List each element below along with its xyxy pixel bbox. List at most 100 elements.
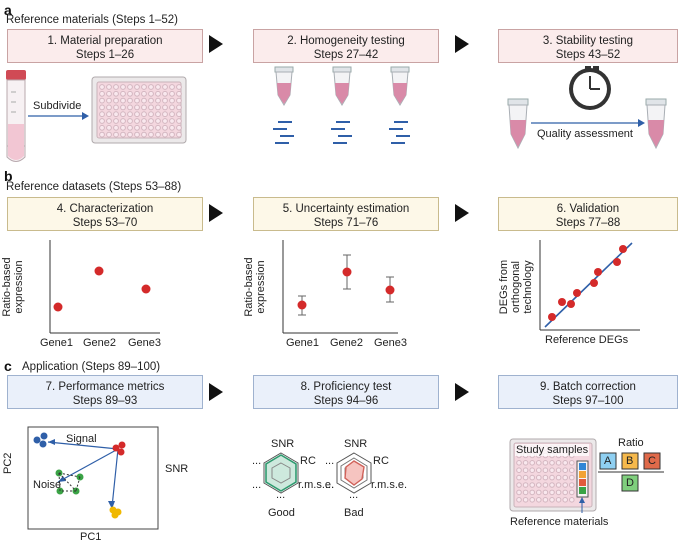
plate-well xyxy=(169,104,175,111)
arrow-triangle xyxy=(455,204,469,222)
data-point xyxy=(594,268,602,276)
data-point xyxy=(342,267,352,277)
plate-well xyxy=(536,460,542,466)
study-samples-label: Study samples xyxy=(515,444,590,456)
plate-well xyxy=(176,124,182,131)
plate-well xyxy=(155,84,161,90)
radar-rc-label: RC xyxy=(300,455,316,467)
ratio-c: C xyxy=(648,455,656,467)
plate-well xyxy=(120,131,126,138)
plate-well xyxy=(536,482,542,488)
plate-well xyxy=(141,84,147,90)
plate-well xyxy=(562,460,569,466)
step-box-2: 2. Homogeneity testing Steps 27–42 xyxy=(253,29,439,63)
plate-well xyxy=(536,467,542,474)
plate-well xyxy=(99,124,105,131)
data-point xyxy=(619,245,627,253)
plate-well xyxy=(176,104,182,111)
plate-well xyxy=(169,111,175,118)
plate-well xyxy=(542,482,549,488)
radar-dots: ... xyxy=(349,489,359,501)
x-tick-gene2: Gene2 xyxy=(330,337,364,349)
step-box-1: 1. Material preparation Steps 1–26 xyxy=(7,29,203,63)
plate-well xyxy=(106,104,112,111)
data-point xyxy=(94,266,104,276)
plate-well xyxy=(549,460,555,466)
data-point xyxy=(297,300,307,310)
plate-well xyxy=(169,90,175,97)
y-axis-label: Ratio-basedexpression xyxy=(1,257,25,316)
radar-rmse-label: r.m.s.e. xyxy=(298,479,335,491)
plate-well xyxy=(176,131,182,138)
plate-well xyxy=(555,474,562,481)
plate-well xyxy=(155,90,161,97)
plate-well xyxy=(120,124,126,131)
plate-well xyxy=(529,474,536,481)
plate-well xyxy=(106,97,112,104)
plate-well xyxy=(106,90,112,97)
plate-well xyxy=(176,90,182,97)
data-point xyxy=(548,313,556,321)
homogeneity-tubes xyxy=(274,66,410,106)
radar-dots: ... xyxy=(325,455,335,467)
plate-well xyxy=(99,84,105,90)
plate-well xyxy=(169,84,175,90)
step-8-name: 8. Proficiency test xyxy=(300,381,392,393)
step-box-9: 9. Batch correction Steps 97–100 xyxy=(498,375,678,409)
plate-well xyxy=(516,489,522,496)
plate-well xyxy=(141,90,147,97)
validation-plot: DEGs fromorthogonaltechnology xyxy=(498,240,640,331)
panel-a-title: Reference materials (Steps 1–52) xyxy=(6,14,178,26)
panel-b-letter: b xyxy=(4,168,13,184)
bad-label: Bad xyxy=(344,507,364,519)
signal-label: Signal xyxy=(66,433,97,445)
plate-well xyxy=(120,97,126,104)
arrow-triangle xyxy=(209,204,223,222)
x-tick-gene1: Gene1 xyxy=(286,337,320,349)
plate-well xyxy=(141,104,147,111)
plate-well xyxy=(549,482,555,488)
plate-well xyxy=(542,497,549,503)
radar-dots: ... xyxy=(252,479,262,491)
step-3-name: 3. Stability testing xyxy=(542,35,634,47)
plate-well xyxy=(555,460,562,466)
plate-well xyxy=(176,111,182,118)
radar-snr-label: SNR xyxy=(271,438,295,450)
plate-well xyxy=(536,489,542,496)
y-axis-label: DEGs fromorthogonaltechnology xyxy=(498,260,534,314)
plate-well xyxy=(522,497,529,503)
plate-well xyxy=(120,118,126,124)
pc2-label: PC2 xyxy=(2,452,14,474)
plate-well xyxy=(155,111,161,118)
plate-well xyxy=(99,118,105,124)
plate-well xyxy=(141,131,147,138)
plate-well xyxy=(162,84,168,90)
panel-b-title: Reference datasets (Steps 53–88) xyxy=(6,181,182,193)
plate-well xyxy=(562,497,569,503)
plate-well xyxy=(120,90,126,97)
plate-well xyxy=(529,489,536,496)
plate-well xyxy=(113,90,119,97)
plate-well xyxy=(113,111,119,118)
plate-well xyxy=(134,90,140,97)
x-axis-label: Reference DEGs xyxy=(545,334,629,346)
ratio-d: D xyxy=(626,477,634,489)
plate-well xyxy=(522,474,529,481)
step-1-name: 1. Material preparation xyxy=(47,35,163,47)
plate-well xyxy=(127,131,133,138)
data-point xyxy=(613,258,621,266)
plate-well xyxy=(162,97,168,104)
plate-well xyxy=(162,111,168,118)
panel-b-plots: Ratio-basedexpression Ratio-basedexpress… xyxy=(1,240,640,334)
step-box-4: 4. Characterization Steps 53–70 xyxy=(7,197,203,231)
data-point xyxy=(53,302,63,312)
step-6-range: Steps 77–88 xyxy=(555,217,621,229)
snr-label: SNR xyxy=(165,463,189,475)
plate-well xyxy=(162,124,168,131)
data-point xyxy=(385,285,395,295)
plate-well xyxy=(155,104,161,111)
plate-well xyxy=(106,111,112,118)
plate-well xyxy=(169,97,175,104)
arrow-triangle xyxy=(209,35,223,53)
pca-plot xyxy=(27,426,159,530)
